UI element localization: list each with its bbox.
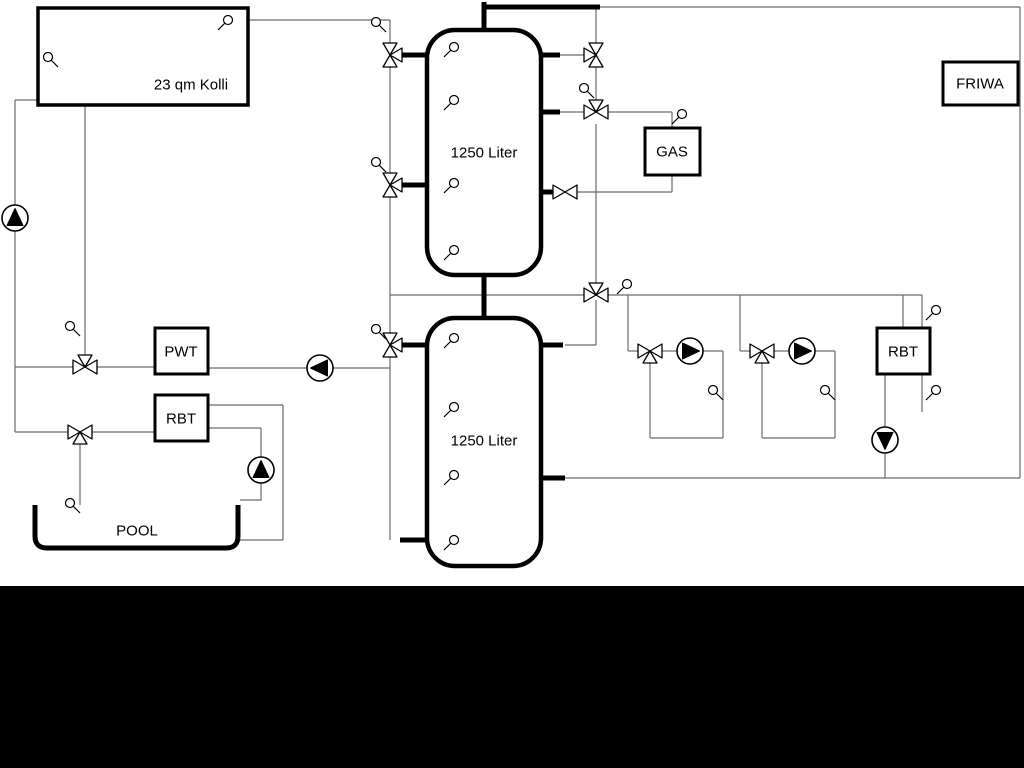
- buffer-tank-bottom-label: 1250 Liter: [451, 433, 518, 450]
- pump-icon: [788, 337, 816, 365]
- friwa-box: FRIWA: [941, 60, 1020, 107]
- rbt-left-box: RBT: [153, 393, 210, 443]
- collector-label: 23 qm Kolli: [154, 77, 228, 94]
- pwt-label: PWT: [164, 344, 197, 361]
- pump-icon: [676, 337, 704, 365]
- pool-label: POOL: [116, 523, 158, 540]
- buffer-tank-top-label: 1250 Liter: [451, 145, 518, 162]
- pump-icon: [306, 354, 334, 382]
- pump-icon: [1, 204, 29, 232]
- gas-boiler-box: GAS: [643, 126, 702, 177]
- pwt-box: PWT: [153, 326, 210, 376]
- buffer-tank-top: 1250 Liter: [424, 27, 544, 278]
- pool-basin: POOL: [32, 505, 241, 551]
- pump-icon: [871, 426, 899, 454]
- pump-icon: [247, 456, 275, 484]
- buffer-tank-bottom: 1250 Liter: [424, 315, 544, 569]
- rbt-left-label: RBT: [166, 411, 196, 428]
- collector-box: 23 qm Kolli: [36, 6, 250, 107]
- friwa-label: FRIWA: [956, 76, 1004, 93]
- rbt-right-label: RBT: [888, 344, 918, 361]
- footer-band: [0, 586, 1024, 768]
- rbt-right-box: RBT: [875, 326, 932, 376]
- gas-label: GAS: [656, 144, 688, 161]
